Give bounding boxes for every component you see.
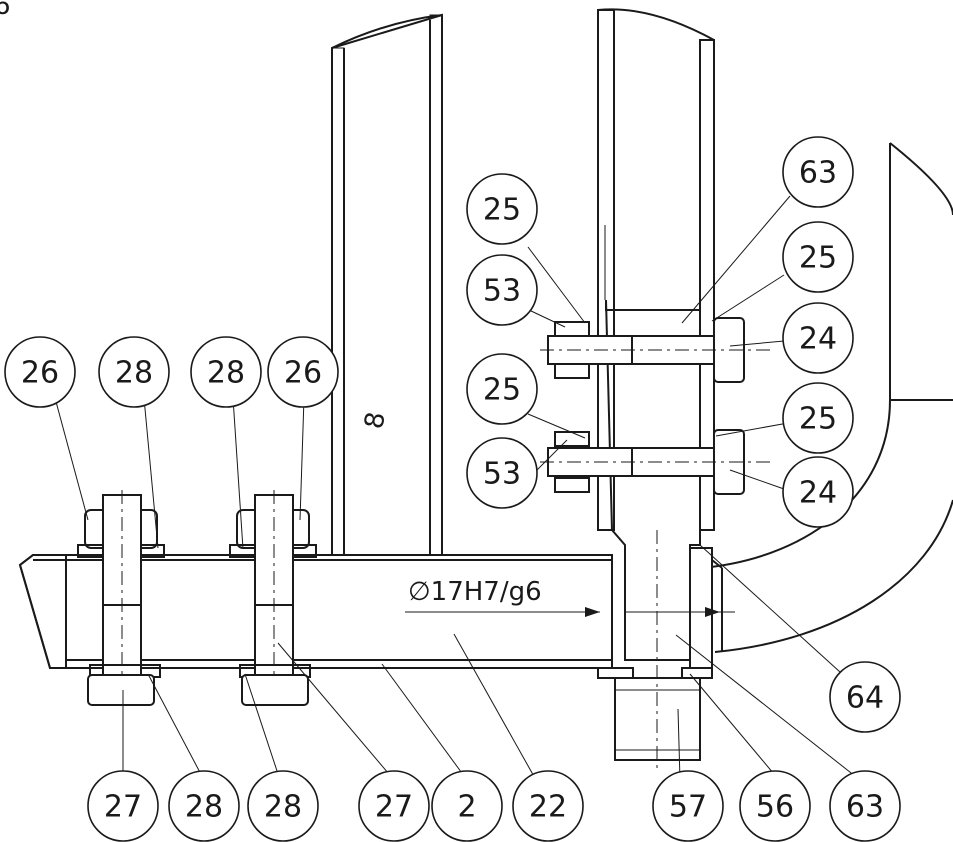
- balloon-label: 63: [846, 790, 884, 825]
- upper-horizontal-bolt: [540, 317, 770, 383]
- fit-dimension: ∅17H7/g6: [405, 577, 735, 617]
- balloon-circle: [782, 382, 854, 454]
- balloon-circle: [512, 770, 584, 842]
- balloon-label: 25: [799, 402, 837, 437]
- balloon-b-26-a: 26: [4, 336, 76, 408]
- balloon-circle: [466, 173, 538, 245]
- fit-dimension-text: ∅17H7/g6: [408, 577, 542, 607]
- balloon-circle: [87, 770, 159, 842]
- balloon-circle: [782, 456, 854, 528]
- balloon-circle: [358, 770, 430, 842]
- balloon-label: 26: [284, 356, 322, 391]
- balloon-b-2: 2: [431, 770, 503, 842]
- balloon-label: 56: [756, 790, 794, 825]
- balloon-label: 2: [457, 790, 476, 825]
- balloon-b-28-c: 28: [168, 770, 240, 842]
- balloon-label: 53: [483, 457, 521, 492]
- balloon-b-64: 64: [829, 661, 901, 733]
- balloon-label: 25: [483, 193, 521, 228]
- balloon-b-25-d: 25: [782, 382, 854, 454]
- balloon-circle: [782, 302, 854, 374]
- balloon-b-22: 22: [512, 770, 584, 842]
- balloon-circle: [829, 661, 901, 733]
- balloon-b-26-b: 26: [267, 336, 339, 408]
- left-bolt-2: [229, 490, 317, 706]
- corner-text: 6: [0, 0, 11, 21]
- balloon-circle: [829, 770, 901, 842]
- balloon-b-28-b: 28: [190, 336, 262, 408]
- balloon-label: 25: [483, 373, 521, 408]
- balloon-label: 28: [264, 790, 302, 825]
- balloon-label: 64: [846, 681, 884, 716]
- balloon-circle: [431, 770, 503, 842]
- balloon-circle: [466, 254, 538, 326]
- balloon-label: 28: [115, 356, 153, 391]
- balloon-b-63-bottom: 63: [829, 770, 901, 842]
- balloon-b-63-top: 63: [782, 136, 854, 208]
- balloon-b-27-b: 27: [358, 770, 430, 842]
- balloon-b-25-b: 25: [782, 221, 854, 293]
- balloon-label: 24: [799, 322, 837, 357]
- balloon-circle: [782, 136, 854, 208]
- balloon-circle: [247, 770, 319, 842]
- balloon-b-56: 56: [739, 770, 811, 842]
- balloon-label: 25: [799, 241, 837, 276]
- balloon-circle: [168, 770, 240, 842]
- left-tube: 8: [331, 13, 443, 557]
- balloon-circle: [98, 336, 170, 408]
- balloon-circle: [466, 353, 538, 425]
- balloon-label: 28: [185, 790, 223, 825]
- balloon-circle: [739, 770, 811, 842]
- balloon-label: 28: [207, 356, 245, 391]
- balloon-b-28-d: 28: [247, 770, 319, 842]
- balloon-b-53-b: 53: [466, 437, 538, 509]
- balloon-circle: [466, 437, 538, 509]
- balloon-label: 26: [21, 356, 59, 391]
- tube-part-label: 8: [359, 410, 391, 432]
- balloon-b-25-a: 25: [466, 173, 538, 245]
- balloon-label: 63: [799, 156, 837, 191]
- balloon-circle: [267, 336, 339, 408]
- leader-lines: [54, 195, 861, 781]
- balloon-label: 27: [375, 790, 413, 825]
- balloon-b-24-b: 24: [782, 456, 854, 528]
- balloon-circle: [652, 770, 724, 842]
- balloon-b-24-a: 24: [782, 302, 854, 374]
- balloon-b-28-a: 28: [98, 336, 170, 408]
- balloon-label: 27: [104, 790, 142, 825]
- balloon-circle: [782, 221, 854, 293]
- balloon-label: 57: [669, 790, 707, 825]
- lower-horizontal-bolt: [540, 429, 770, 495]
- balloon-circle: [4, 336, 76, 408]
- balloon-circle: [190, 336, 262, 408]
- balloon-b-53-a: 53: [466, 254, 538, 326]
- balloon-b-25-c: 25: [466, 353, 538, 425]
- left-bolt-1: [77, 490, 165, 706]
- balloon-b-57: 57: [652, 770, 724, 842]
- balloon-b-27-a: 27: [87, 770, 159, 842]
- balloon-label: 24: [799, 476, 837, 511]
- balloon-label: 22: [529, 790, 567, 825]
- balloon-label: 53: [483, 274, 521, 309]
